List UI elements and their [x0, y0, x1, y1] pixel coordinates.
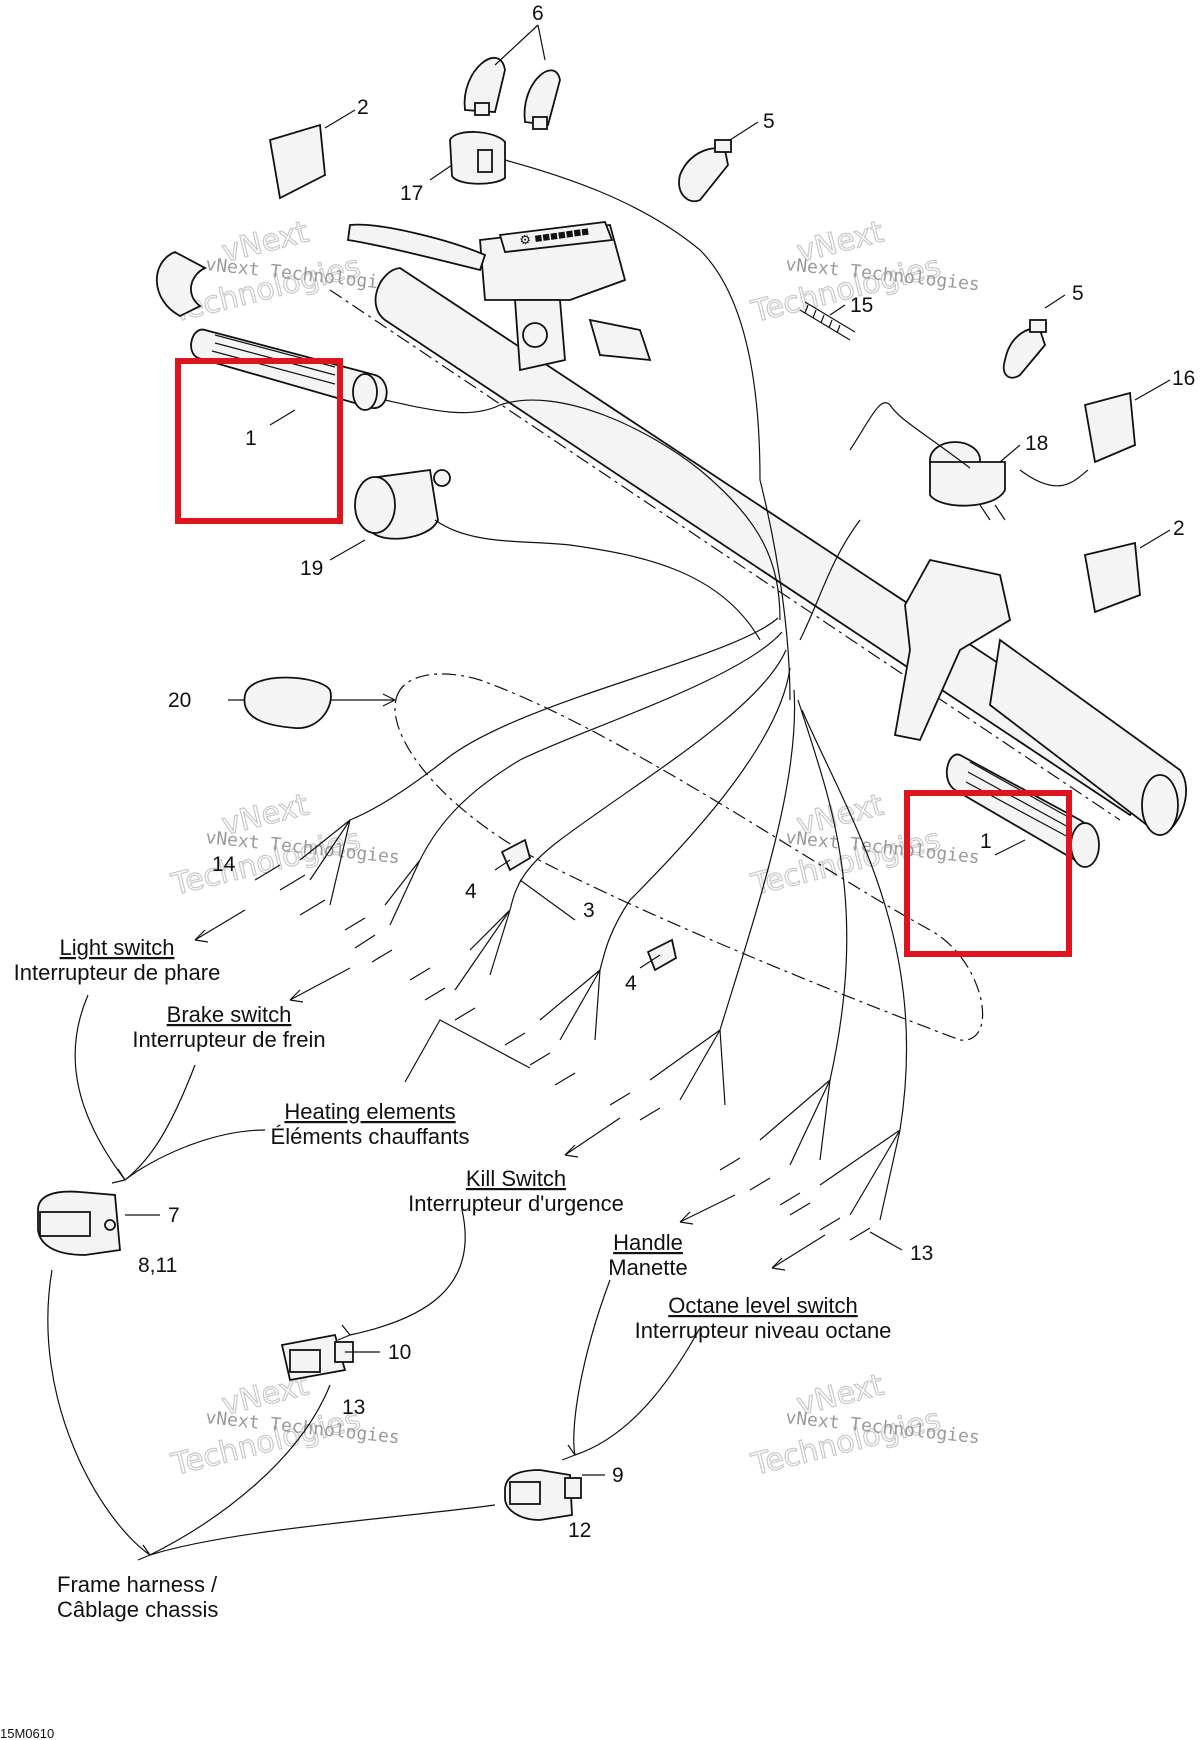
throttle-lever — [893, 558, 1187, 836]
connector-7 — [37, 1190, 121, 1256]
svg-text:Interrupteur niveau octane: Interrupteur niveau octane — [635, 1318, 892, 1343]
svg-text:Câblage chassis: Câblage chassis — [57, 1597, 218, 1622]
label-frame-harness: Frame harness / Câblage chassis — [57, 1572, 218, 1622]
tape-2-top — [268, 123, 326, 200]
clamps-6 — [463, 56, 561, 130]
connector-10 — [280, 1333, 354, 1382]
callout-5-top: 5 — [763, 110, 775, 133]
clip-5-top — [678, 139, 732, 203]
clip-4-left — [500, 838, 532, 872]
callout-13-right: 13 — [910, 1242, 933, 1265]
svg-text:Heating elements: Heating elements — [284, 1099, 455, 1124]
callout-8-11: 8,11 — [138, 1254, 177, 1277]
watermark-mid-left: Technologies vNext vNext Technologies — [167, 787, 401, 904]
callout-1-right: 1 — [980, 830, 992, 853]
callout-10: 10 — [388, 1341, 411, 1364]
callout-18: 18 — [1025, 432, 1048, 455]
callout-12: 12 — [568, 1519, 591, 1542]
highlight-box-right-grip — [904, 790, 1072, 957]
callout-2-right: 2 — [1173, 517, 1185, 540]
label-heating-elements: Heating elements Éléments chauffants — [271, 1099, 470, 1149]
callout-9: 9 — [612, 1464, 624, 1487]
svg-text:Éléments chauffants: Éléments chauffants — [271, 1124, 470, 1149]
left-grip-heater — [190, 328, 388, 411]
label-light-switch: Light switch Interrupteur de phare — [14, 935, 221, 985]
label-handle: Handle Manette — [608, 1230, 688, 1280]
tape-2-right — [1083, 541, 1141, 614]
callout-16: 16 — [1172, 367, 1195, 390]
svg-text:Kill Switch: Kill Switch — [466, 1166, 566, 1191]
label-octane-level-switch: Octane level switch Interrupteur niveau … — [635, 1293, 892, 1343]
label-brake-switch: Brake switch Interrupteur de frein — [132, 1002, 325, 1052]
svg-text:Light switch: Light switch — [60, 935, 175, 960]
screw-15 — [799, 301, 856, 341]
callout-15: 15 — [850, 294, 873, 317]
callout-7: 7 — [168, 1204, 180, 1227]
svg-text:Interrupteur de frein: Interrupteur de frein — [132, 1027, 325, 1052]
switch-19 — [354, 468, 451, 540]
cable-tie-20 — [228, 676, 332, 729]
callout-20: 20 — [168, 689, 191, 712]
watermark-top-right: Technologies vNext vNext Technologies — [747, 214, 981, 331]
svg-text:Brake switch: Brake switch — [167, 1002, 292, 1027]
figure-code: 15M0610 — [0, 1726, 54, 1740]
handlebar — [155, 251, 1162, 821]
clip-5-right — [1002, 319, 1047, 379]
terminals — [254, 864, 871, 1241]
callout-numbers: 6 2 5 17 15 5 16 18 1 19 2 20 14 4 3 1 4… — [138, 2, 1195, 1542]
svg-text:Interrupteur d'urgence: Interrupteur d'urgence — [408, 1191, 624, 1216]
svg-text:Manette: Manette — [608, 1255, 688, 1280]
watermark-bottom-right: Technologies vNext vNext Technologies — [747, 1367, 981, 1484]
switch-18 — [929, 441, 1006, 521]
callout-17: 17 — [400, 182, 423, 205]
brake-master-cylinder: ⚙ ■■■■■■■ — [346, 221, 652, 372]
callout-2-top: 2 — [357, 96, 369, 119]
tape-16 — [1083, 391, 1136, 464]
arrows — [111, 693, 826, 1561]
callout-4-right: 4 — [625, 972, 637, 995]
clip-4-right — [646, 938, 678, 972]
callout-5-right: 5 — [1072, 282, 1084, 305]
callout-13-left: 13 — [342, 1396, 365, 1419]
callout-4-left: 4 — [465, 880, 477, 903]
watermark-bottom-left: Technologies vNext vNext Technologies — [167, 1367, 401, 1484]
svg-text:Octane level switch: Octane level switch — [668, 1293, 858, 1318]
callout-14: 14 — [212, 853, 236, 876]
switch-17 — [449, 131, 761, 481]
callout-19: 19 — [300, 557, 323, 580]
svg-text:Handle: Handle — [613, 1230, 683, 1255]
callout-6: 6 — [532, 2, 544, 25]
watermark-top-left: Technologies vNext vNext Technologies — [167, 214, 401, 331]
callout-3: 3 — [583, 899, 595, 922]
callout-leaders — [125, 24, 1171, 1476]
leader-curves — [47, 994, 701, 1556]
svg-text:Interrupteur de phare: Interrupteur de phare — [14, 960, 221, 985]
svg-text:Frame harness /: Frame harness / — [57, 1572, 218, 1597]
label-kill-switch: Kill Switch Interrupteur d'urgence — [408, 1166, 624, 1216]
connector-9 — [504, 1469, 582, 1521]
harness-wires — [299, 399, 1089, 1221]
harness-loop — [394, 673, 984, 1041]
callout-1-left: 1 — [245, 427, 257, 450]
highlight-box-left-grip — [175, 358, 343, 524]
